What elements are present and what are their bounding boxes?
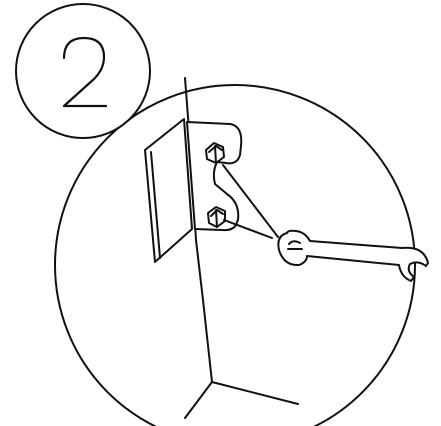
- hex-nut-icon: [208, 207, 225, 227]
- step-circle: [16, 4, 150, 138]
- step-badge: [16, 4, 150, 138]
